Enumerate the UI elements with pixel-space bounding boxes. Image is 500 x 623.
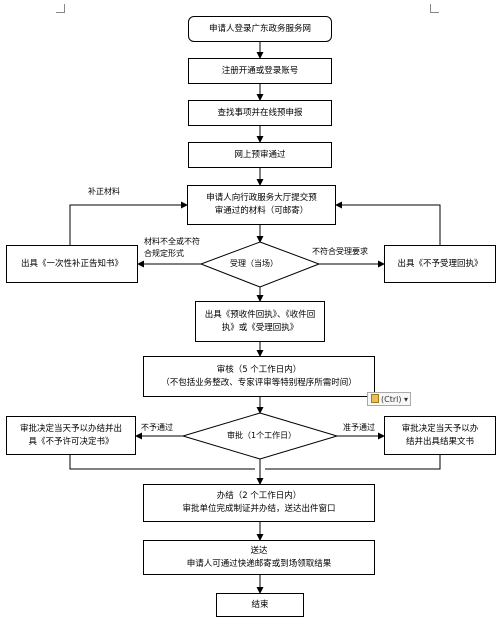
edge-label-not-pass: 不予通过 bbox=[141, 423, 173, 432]
step-correction-notice-text: 出具《一次性补正告知书》 bbox=[20, 258, 123, 269]
step-issue-receipt-line1: 出具《预收件回执》、《收件回 bbox=[204, 309, 316, 320]
step-end-text: 结束 bbox=[251, 599, 269, 610]
decision-accept-label: 受理（当场） bbox=[230, 259, 278, 268]
edge-label-not-compliant: 不符合受理要求 bbox=[312, 247, 368, 256]
clipboard-icon bbox=[371, 394, 379, 403]
step-approve-decision-line2: 结并出具结果文书 bbox=[405, 436, 474, 447]
step-delivery-line1: 送达 bbox=[250, 545, 268, 556]
page-corner-mark-right bbox=[430, 4, 439, 13]
decision-approve-label: 审批（1个工作日） bbox=[227, 431, 297, 440]
step-delivery: 送达 申请人可通过快递邮寄或到场领取结果 bbox=[143, 540, 375, 575]
edge-label-incomplete-2: 合规定形式 bbox=[144, 249, 184, 258]
step-delivery-line2: 申请人可通过快递邮寄或到场领取结果 bbox=[186, 558, 332, 569]
decision-approve-diamond bbox=[181, 412, 339, 460]
page-corner-mark-left bbox=[56, 4, 65, 13]
decision-accept-diamond bbox=[199, 241, 321, 288]
step-complete-line1: 办结（2 个工作日内） bbox=[216, 491, 302, 501]
step-deny-decision: 审批决定当天予以办结并出 具《不予许可决定书》 bbox=[6, 416, 136, 455]
step-complete-line2: 审批单位完成制证并办结，送达出件窗口 bbox=[182, 504, 336, 514]
step-review: 审核（5 个工作日内） （不包括业务整改、专家评审等特别程序所需时间） bbox=[143, 356, 375, 397]
step-correction-notice: 出具《一次性补正告知书》 bbox=[6, 245, 138, 283]
step-approve-decision: 审批决定当天予以办 结并出具结果文书 bbox=[384, 416, 496, 455]
step-rejection-receipt-text: 出具《不予受理回执》 bbox=[397, 258, 483, 269]
step-submit-materials-line2: 审通过的材料（可邮寄） bbox=[214, 206, 309, 216]
step-rejection-receipt: 出具《不予受理回执》 bbox=[384, 245, 496, 283]
edge-label-supplement: 补正材料 bbox=[88, 187, 120, 196]
step-issue-receipt-line2: 执》或《受理回执》 bbox=[221, 322, 299, 333]
step-submit-materials-line1: 申请人向行政服务大厅提交预 bbox=[206, 193, 317, 203]
step-end: 结束 bbox=[216, 593, 304, 617]
step-deny-decision-line2: 具《不予许可决定书》 bbox=[28, 436, 114, 447]
edge-label-approve-pass: 准予通过 bbox=[343, 423, 375, 432]
step-find-item-text: 查找事项并在线预申报 bbox=[217, 107, 303, 118]
step-approve-decision-line1: 审批决定当天予以办 bbox=[401, 423, 479, 434]
step-find-item: 查找事项并在线预申报 bbox=[188, 100, 332, 126]
step-deny-decision-line1: 审批决定当天予以办结并出 bbox=[19, 423, 122, 434]
step-login-portal: 申请人登录广东政务服务网 bbox=[188, 16, 332, 42]
edge-label-incomplete-1: 材料不全或不符 bbox=[144, 237, 200, 246]
step-pre-review-pass-text: 网上预审通过 bbox=[234, 149, 286, 160]
step-review-line2: （不包括业务整改、专家评审等特别程序所需时间） bbox=[161, 377, 357, 388]
step-register-account-text: 注册开通或登录账号 bbox=[221, 65, 299, 76]
step-pre-review-pass: 网上预审通过 bbox=[188, 142, 332, 168]
step-complete: 办结（2 个工作日内） 审批单位完成制证并办结，送达出件窗口 bbox=[143, 484, 375, 522]
step-review-line1: 审核（5 个工作日内） bbox=[216, 364, 302, 375]
step-login-portal-text: 申请人登录广东政务服务网 bbox=[208, 23, 311, 34]
step-issue-receipt: 出具《预收件回执》、《收件回 执》或《受理回执》 bbox=[195, 301, 325, 342]
paste-options-label: (Ctrl) bbox=[381, 395, 402, 404]
paste-options-button[interactable]: (Ctrl) ▾ bbox=[367, 392, 411, 406]
step-submit-materials: 申请人向行政服务大厅提交预 审通过的材料（可邮寄） bbox=[187, 185, 336, 225]
step-register-account: 注册开通或登录账号 bbox=[188, 58, 332, 84]
